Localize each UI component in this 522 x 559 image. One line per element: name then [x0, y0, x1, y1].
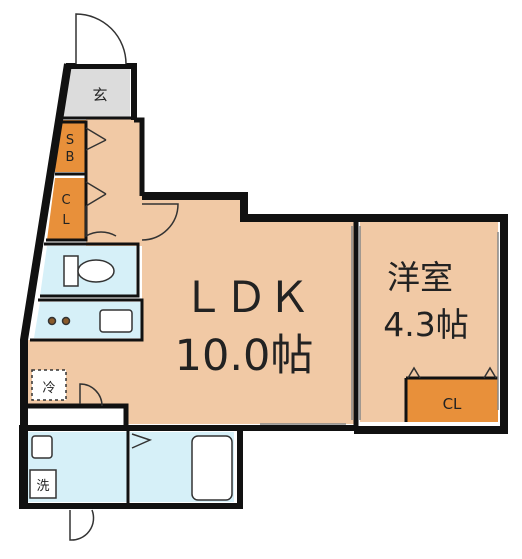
yoshitsu-size: 4.3帖: [383, 305, 468, 344]
doors: [69, 13, 497, 541]
sb-label-2: B: [66, 150, 75, 165]
ldk-label: ＬＤＫ: [182, 273, 311, 323]
walls: [19, 63, 508, 509]
genkan-label: 玄: [92, 86, 107, 104]
cl-right-label: CL: [443, 395, 462, 413]
washer-label: 洗: [36, 479, 49, 494]
sink-fixture: [31, 435, 53, 459]
fridge-label: 冷: [42, 381, 55, 396]
genkan-floor: [62, 68, 130, 118]
shoe-box: [55, 120, 86, 172]
windows: [260, 226, 499, 425]
fridge-space: [31, 369, 67, 401]
kitchen-fixture: [47, 309, 133, 333]
corridor-floor: [86, 118, 142, 246]
ldk-size: 10.0帖: [175, 331, 314, 381]
cl-left-label-1: C: [61, 193, 70, 208]
ldk-floor: [24, 196, 354, 424]
bath-fixture: [191, 435, 233, 501]
closet-left: [47, 178, 86, 240]
cl-left-label-2: L: [62, 213, 70, 228]
washer-space: [29, 469, 57, 499]
toilet-fixture: [63, 255, 115, 287]
closet-right: [406, 378, 498, 422]
sb-label-1: S: [66, 133, 74, 148]
yoshitsu-label: 洋室: [387, 258, 453, 297]
